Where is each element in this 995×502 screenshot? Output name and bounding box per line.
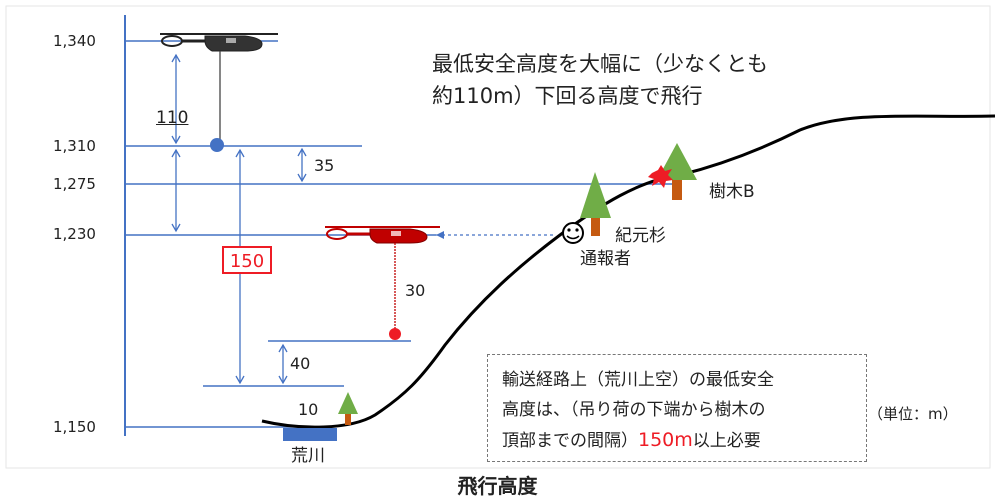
y-tick-1310: 1,310 <box>53 137 96 155</box>
arrowhead-150-bottom <box>235 375 245 385</box>
note-line-1: 輸送経路上（荒川上空）の最低安全 <box>502 370 774 390</box>
dimension-label-150: 150 <box>222 246 272 274</box>
y-tick-1150: 1,150 <box>53 418 96 436</box>
dimension-label-110: 110 <box>156 108 189 128</box>
arrowhead-80-bottom <box>171 223 181 233</box>
y-tick-1340: 1,340 <box>53 32 96 50</box>
reporter-label: 通報者 <box>580 249 631 269</box>
reporter-smiley-icon <box>562 222 584 244</box>
arakawa-label: 荒川 <box>291 446 325 466</box>
arrowhead-110-top <box>171 53 181 63</box>
note-line-3-prefix: 頂部までの間隔） <box>502 431 638 451</box>
helicopter-minimum-icon <box>325 226 440 330</box>
dimension-arrows <box>171 53 307 385</box>
y-tick-1275: 1,275 <box>53 175 96 193</box>
headline-line-1: 最低安全高度を大幅に（少なくとも <box>432 52 768 76</box>
minimum-safe-altitude-note: 輸送経路上（荒川上空）の最低安全 高度は、（吊り荷の下端から樹木の 頂部までの間… <box>487 354 867 462</box>
figure-border <box>5 5 991 469</box>
note-line-3: 頂部までの間隔）150m以上必要 <box>502 425 866 456</box>
dimension-label-30: 30 <box>405 281 426 300</box>
headline-line-2: 約110m）下回る高度で飛行 <box>432 84 703 108</box>
sighting-pointer-head <box>436 231 444 239</box>
arrowhead-150-top <box>235 148 245 158</box>
figure-caption: 飛行高度 <box>457 474 538 498</box>
note-required-clearance: 150m <box>638 429 693 451</box>
sling-load-minimum <box>389 328 401 340</box>
arrowhead-35-bottom <box>297 173 307 183</box>
unit-label: （単位：m） <box>868 405 958 423</box>
arrowhead-80-top <box>171 148 181 158</box>
arrowhead-40-top <box>278 343 288 353</box>
tree-small-icon <box>338 392 358 425</box>
tree-kigensugi-icon <box>580 172 611 236</box>
tree-b-label: 樹木B <box>709 182 755 202</box>
dimension-label-35: 35 <box>314 156 335 175</box>
dimension-label-40: 40 <box>290 354 311 373</box>
dimension-label-10: 10 <box>298 400 319 419</box>
arrowhead-35-top <box>297 147 307 157</box>
kigensugi-label: 紀元杉 <box>615 226 666 246</box>
collision-mark <box>648 165 673 188</box>
arakawa-river <box>283 428 337 441</box>
arrowhead-110-bottom <box>171 135 181 145</box>
note-line-3-suffix: 以上必要 <box>692 431 761 451</box>
note-line-2: 高度は、（吊り荷の下端から樹木の <box>502 400 766 420</box>
sling-load-actual <box>210 138 224 152</box>
headline: 最低安全高度を大幅に（少なくとも 約110m）下回る高度で飛行 <box>432 48 768 112</box>
y-tick-1230: 1,230 <box>53 225 96 243</box>
helicopter-actual-icon <box>160 33 278 140</box>
arrowhead-40-bottom <box>278 375 288 385</box>
